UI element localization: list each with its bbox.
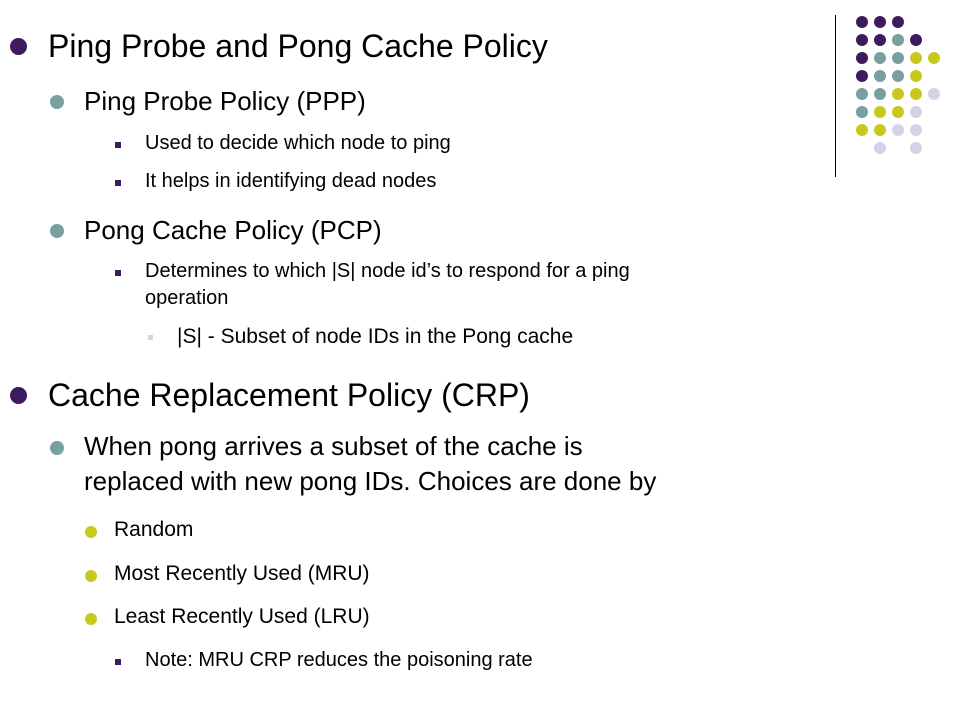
pcp-subitem: |S| - Subset of node IDs in the Pong cac… (177, 325, 574, 348)
vertical-divider (835, 15, 836, 177)
level2-bullet-icon (50, 224, 64, 238)
decorative-dot (856, 52, 868, 64)
pcp-item-1-line-1: Determines to which |S| node id’s to res… (145, 260, 630, 282)
decorative-dot (874, 16, 886, 28)
decorative-dot (874, 70, 886, 82)
decorative-dot (892, 106, 904, 118)
decorative-dot (874, 124, 886, 136)
decorative-dot (856, 106, 868, 118)
level2-bullet-icon (50, 95, 64, 109)
decorative-dot (874, 34, 886, 46)
decorative-dot (856, 16, 868, 28)
decorative-dot (856, 88, 868, 100)
square-bullet-icon (115, 142, 121, 148)
square-bullet-icon (115, 180, 121, 186)
level3-bullet-icon (85, 526, 97, 538)
level3-bullet-icon (85, 570, 97, 582)
decorative-dot (910, 124, 922, 136)
decorative-dot (856, 124, 868, 136)
note-mru-crp: Note: MRU CRP reduces the poisoning rate (145, 649, 533, 671)
decorative-dot (910, 88, 922, 100)
decorative-dot (856, 70, 868, 82)
decorative-dot (892, 52, 904, 64)
decorative-dot (874, 106, 886, 118)
decorative-dot (910, 52, 922, 64)
level1-bullet-icon (10, 38, 27, 55)
level3-bullet-icon (85, 613, 97, 625)
square-bullet-icon (148, 335, 153, 340)
crp-description-line-1: When pong arrives a subset of the cache … (84, 431, 583, 461)
square-bullet-icon (115, 659, 121, 665)
heading-ping-probe-pong-cache: Ping Probe and Pong Cache Policy (48, 28, 548, 64)
decorative-dot (892, 124, 904, 136)
decorative-dot (910, 142, 922, 154)
ppp-item-1: Used to decide which node to ping (145, 132, 451, 154)
decorative-dot (892, 16, 904, 28)
pcp-item-1-line-2: operation (145, 287, 229, 309)
decorative-dot (910, 106, 922, 118)
decorative-dot (892, 88, 904, 100)
decorative-dot (928, 52, 940, 64)
crp-description-line-2: replaced with new pong IDs. Choices are … (84, 466, 657, 496)
decorative-dot (892, 70, 904, 82)
decorative-dot (892, 34, 904, 46)
choice-random: Random (114, 518, 194, 541)
level2-bullet-icon (50, 441, 64, 455)
ppp-item-2: It helps in identifying dead nodes (145, 170, 437, 192)
decorative-dot (874, 142, 886, 154)
decorative-dot (928, 88, 940, 100)
choice-mru: Most Recently Used (MRU) (114, 562, 370, 585)
decorative-dot (910, 34, 922, 46)
square-bullet-icon (115, 270, 121, 276)
heading-cache-replacement-policy: Cache Replacement Policy (CRP) (48, 377, 530, 413)
level1-bullet-icon (10, 387, 27, 404)
decorative-dot (874, 88, 886, 100)
pcp-title: Pong Cache Policy (PCP) (84, 215, 382, 245)
decorative-dot (910, 70, 922, 82)
decorative-dot (856, 34, 868, 46)
choice-lru: Least Recently Used (LRU) (114, 605, 370, 628)
ppp-title: Ping Probe Policy (PPP) (84, 86, 366, 116)
decorative-dot (874, 52, 886, 64)
